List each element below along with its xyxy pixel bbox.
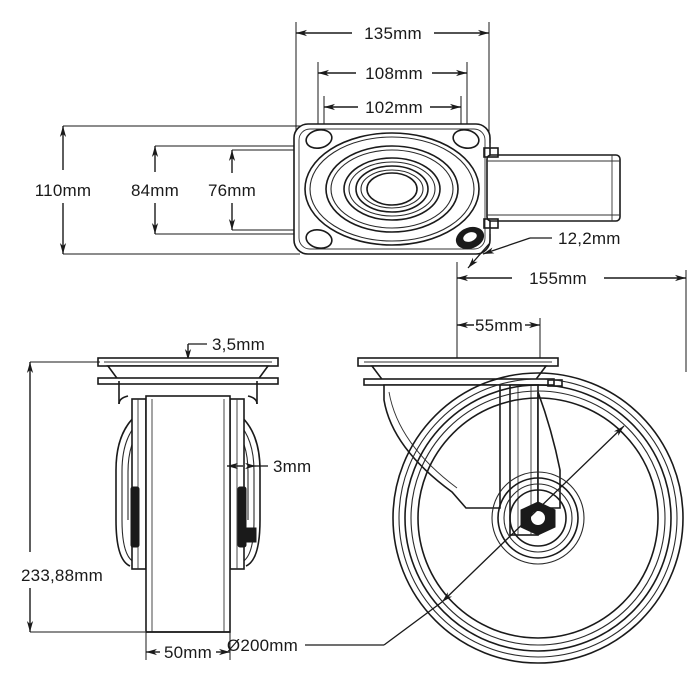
mounting-holes [305,128,485,250]
dimension-diameter-200mm: Ø200mm [227,425,625,655]
bearing-ring-4 [330,149,454,229]
mounting-hole-top-left [305,128,333,150]
front-view-group: 3,5mm 233,88mm [21,335,311,662]
dim-label-84mm: 84mm [131,181,179,200]
bearing-ring-7 [355,165,429,213]
bearing-ring-5 [343,157,441,221]
offset-reference-arrow [467,243,490,269]
dim-label-3-5mm: 3,5mm [212,335,265,354]
offset-arrow [467,243,490,269]
axle-cap-right [237,486,247,548]
dimension-102mm: 102mm [324,98,461,117]
fork-shoulder-bottom [483,218,499,229]
dim-label-108mm: 108mm [365,64,423,83]
wheel-lower-right-arc [245,519,261,567]
diameter-line [441,425,625,603]
front-view-plate [97,357,279,385]
dim-label-102mm: 102mm [365,98,423,117]
dimension-50mm: 50mm [145,632,231,662]
front-plate-flange [97,377,279,385]
dimension-110mm: 110mm [35,126,91,254]
dimension-84mm: 84mm [131,146,179,234]
front-view-wheel [115,395,261,633]
wheel-circle-5 [417,397,659,639]
wheel-circle-3 [404,384,672,652]
dim-label-diameter-200mm: Ø200mm [227,636,298,655]
dim-label-135mm: 135mm [364,24,422,43]
dimension-55mm: 55mm [457,316,540,335]
dimension-108mm: 108mm [318,64,467,83]
dimension-135mm: 135mm [296,24,489,43]
axle-nut-right [245,527,257,543]
wheel-circle-2 [398,378,678,658]
fork-left-corner [118,395,129,405]
plate-inner-outline [298,128,486,250]
front-view-fork [118,381,258,405]
diameter-leader-tail [383,601,443,646]
mounting-hole-bottom-right-bore [463,232,477,242]
mounting-hole-bottom-left [305,228,333,250]
dimension-155mm: 155mm [457,269,686,288]
wheel-circle-1 [392,372,684,664]
dim-label-155mm: 155mm [529,269,587,288]
bearing-ring-1 [304,132,480,246]
dimension-76mm: 76mm [208,150,256,230]
top-view-group: 135mm 108mm 102mm 110mm [35,22,621,255]
swivel-bearing-rings [304,132,480,246]
side-view-dimensions: 155mm 55mm [456,243,687,372]
dim-label-55mm: 55mm [475,316,523,335]
bearing-ring-8 [360,169,424,209]
mounting-hole-top-right [452,128,480,150]
wheel-top-projection [486,154,621,222]
dim-label-3mm: 3mm [273,457,311,476]
dim-label-110mm: 110mm [35,181,91,200]
dimension-233-88mm: 233,88mm [21,362,103,632]
mounting-plate-top-view [293,123,621,255]
fork-shoulder-detail [483,143,499,234]
side-view-group: Ø200mm [227,357,684,664]
dim-label-76mm: 76mm [208,181,256,200]
leader-line-12-2 [482,237,531,255]
wheel-body-rect [486,154,621,222]
dim-label-12-2mm: 12,2mm [558,229,621,248]
dimension-12-2mm: 12,2mm [482,229,621,255]
bearing-ring-6 [348,161,436,217]
fork-right-corner [247,395,258,405]
wheel-tread-band [145,395,231,633]
dim-label-233-88mm: 233,88mm [21,566,103,585]
dimension-3mm: 3mm [227,457,311,476]
wheel-lower-left-arc [115,519,131,567]
bearing-ring-3 [325,145,459,233]
axle-cap-left [130,486,140,548]
fork-shoulder-top [483,147,499,158]
wheel-circle-4 [410,390,666,646]
bearing-ring-2 [309,136,475,242]
side-view-plate [357,357,563,387]
bearing-center-hole [366,172,418,206]
dim-label-50mm: 50mm [164,643,212,662]
